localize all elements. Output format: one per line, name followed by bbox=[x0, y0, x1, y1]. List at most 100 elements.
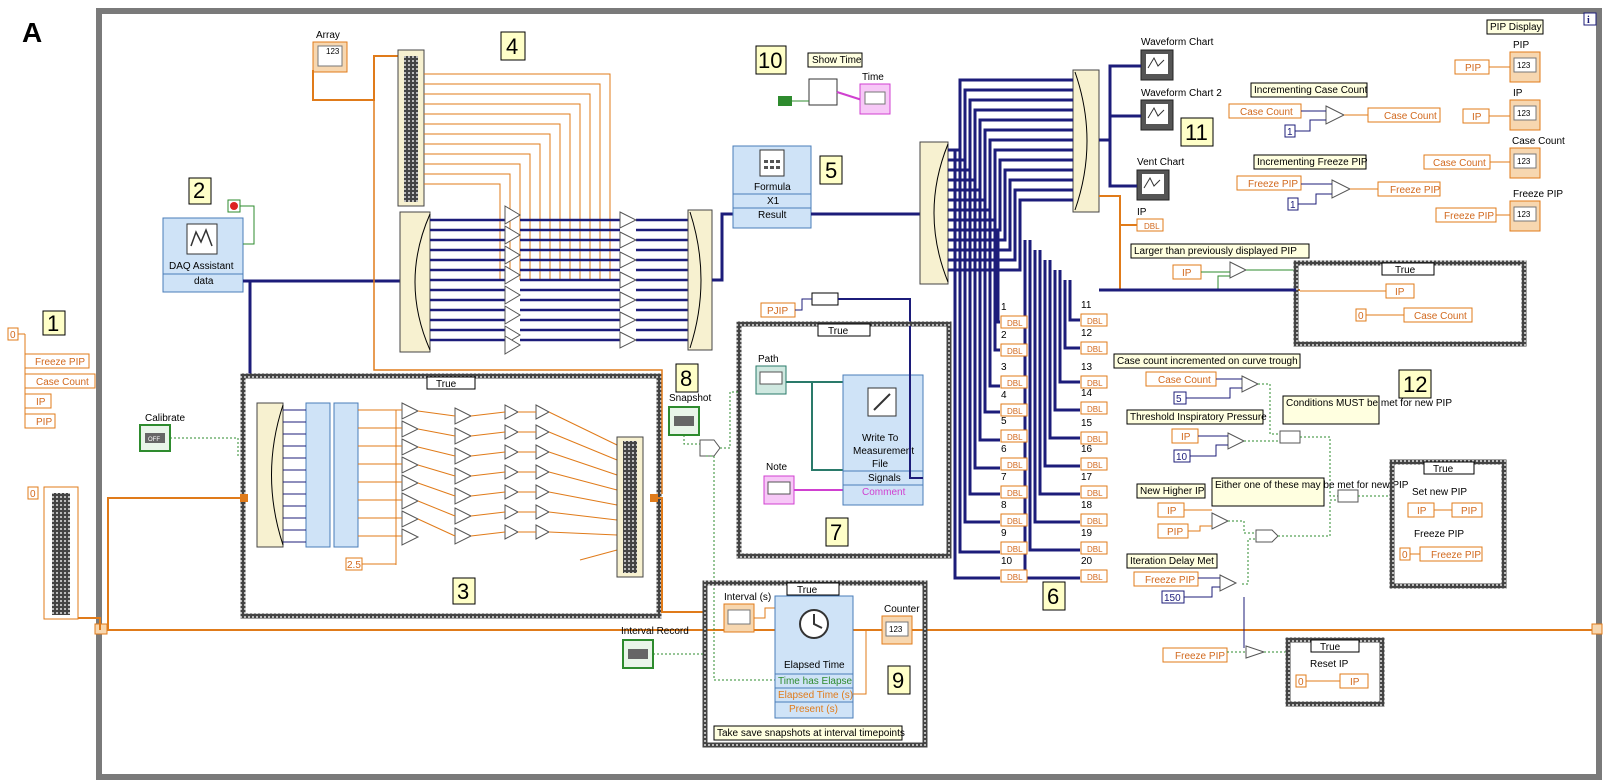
pip-local-var[interactable]: PIP bbox=[1455, 60, 1489, 74]
const-0-freeze[interactable]: 0 bbox=[1400, 548, 1410, 561]
interval-control[interactable] bbox=[724, 604, 754, 632]
case-count-local-var[interactable]: Case Count bbox=[1424, 155, 1490, 169]
init-case-count-local[interactable]: Case Count bbox=[25, 374, 95, 388]
svg-text:Either one of these may be met: Either one of these may be met for new P… bbox=[1215, 480, 1409, 491]
case-count-indicator[interactable]: 123 bbox=[1510, 148, 1540, 178]
channel-right-label-19: 19 bbox=[1081, 528, 1093, 539]
waveform-chart-2-indicator[interactable] bbox=[1141, 100, 1173, 130]
formula-node[interactable]: Formula X1 Result bbox=[733, 146, 811, 228]
svg-text:IP: IP bbox=[1182, 268, 1192, 279]
init-ip-local[interactable]: IP bbox=[25, 394, 51, 408]
ip-read-var-compare[interactable]: IP bbox=[1173, 265, 1201, 279]
interval-record-switch[interactable] bbox=[623, 640, 653, 668]
channel-left-dbl-4: DBL bbox=[1007, 407, 1023, 416]
case-count-read-trough[interactable]: Case Count bbox=[1146, 372, 1216, 386]
const-150[interactable]: 150 bbox=[1162, 591, 1184, 604]
freeze-pip-write-var[interactable]: Freeze PIP bbox=[1378, 182, 1440, 196]
svg-text:IP: IP bbox=[1395, 287, 1405, 298]
const-1-case[interactable]: 1 bbox=[1285, 125, 1295, 138]
calibrate-case-selector[interactable]: True bbox=[427, 377, 475, 390]
init-zero-text: 0 bbox=[10, 330, 16, 341]
counter-indicator[interactable]: 123 bbox=[882, 616, 912, 644]
ip-read-new[interactable]: IP bbox=[1158, 503, 1184, 517]
waveform-chart-indicator[interactable] bbox=[1141, 50, 1173, 80]
svg-text:True: True bbox=[1395, 265, 1416, 276]
shift-register-right[interactable] bbox=[1592, 624, 1602, 634]
case-count-write-var[interactable]: Case Count bbox=[1368, 108, 1440, 122]
svg-text:Freeze PIP: Freeze PIP bbox=[35, 357, 85, 368]
ip-read-set[interactable]: IP bbox=[1408, 503, 1434, 517]
const-0-reset[interactable]: 0 bbox=[1296, 675, 1306, 688]
time-format-node[interactable] bbox=[809, 79, 837, 105]
svg-text:Freeze PIP: Freeze PIP bbox=[1175, 651, 1225, 662]
path-control[interactable] bbox=[756, 366, 786, 394]
elapsed-case-selector[interactable]: True bbox=[787, 583, 839, 596]
svg-text:Measurement: Measurement bbox=[853, 446, 914, 457]
freeze-pip-read-delay[interactable]: Freeze PIP bbox=[1134, 572, 1198, 586]
pip-indicator[interactable]: 123 bbox=[1510, 52, 1540, 82]
svg-text:True: True bbox=[828, 326, 849, 337]
set-new-pip-case-selector[interactable]: True bbox=[1424, 462, 1474, 475]
channel-right-dbl-15: DBL bbox=[1087, 435, 1103, 444]
loop-iteration-icon[interactable] bbox=[1584, 13, 1596, 25]
freeze-pip-read-reset[interactable]: Freeze PIP bbox=[1163, 648, 1227, 662]
vent-chart-indicator[interactable] bbox=[1137, 170, 1169, 200]
array-label: Array bbox=[316, 30, 340, 41]
daq-assistant-node[interactable]: DAQ Assistant data bbox=[163, 218, 243, 292]
freeze-pip-read-var[interactable]: Freeze PIP bbox=[1237, 176, 1301, 190]
svg-text:Case Count: Case Count bbox=[1158, 375, 1211, 386]
panel-letter: A bbox=[22, 17, 42, 48]
elapsed-time-node[interactable]: Elapsed Time Time has Elapse Elapsed Tim… bbox=[775, 596, 853, 718]
ip-local-var[interactable]: IP bbox=[1463, 109, 1489, 123]
pip-write-set[interactable]: PIP bbox=[1452, 503, 1482, 517]
init-pip-local[interactable]: PIP bbox=[25, 414, 55, 428]
waveform-chart-label: Waveform Chart bbox=[1141, 37, 1214, 48]
svg-text:Case Count: Case Count bbox=[1433, 158, 1486, 169]
svg-text:DAQ Assistant: DAQ Assistant bbox=[169, 261, 234, 272]
reset-ip-case-selector[interactable]: True bbox=[1311, 640, 1359, 653]
channel-left-label-1: 1 bbox=[1001, 302, 1007, 313]
time-indicator[interactable] bbox=[860, 84, 890, 114]
svg-text:True: True bbox=[436, 379, 457, 390]
channel-right-dbl-14: DBL bbox=[1087, 405, 1103, 414]
write-case-selector[interactable]: True bbox=[818, 324, 870, 337]
freeze-pip-local-var[interactable]: Freeze PIP bbox=[1436, 208, 1496, 222]
set-ip-local-var[interactable]: IP bbox=[1386, 284, 1414, 298]
svg-text:Formula: Formula bbox=[754, 182, 791, 193]
larger-case-selector[interactable]: True bbox=[1382, 263, 1434, 276]
channel-right-dbl-17: DBL bbox=[1087, 489, 1103, 498]
svg-text:123: 123 bbox=[326, 47, 340, 56]
ip-display-indicator[interactable]: 123 bbox=[1510, 100, 1540, 130]
snapshot-or-gate bbox=[700, 440, 720, 456]
freeze-pip-reset-var[interactable]: Freeze PIP bbox=[1420, 547, 1482, 561]
ip-read-threshold[interactable]: IP bbox=[1172, 429, 1198, 443]
note-control[interactable] bbox=[764, 476, 794, 504]
snapshot-switch[interactable] bbox=[669, 407, 699, 435]
freeze-pip-indicator[interactable]: 123 bbox=[1510, 201, 1540, 231]
const-0-larger[interactable]: 0 bbox=[1356, 309, 1366, 322]
case-count-read-var[interactable]: Case Count bbox=[1229, 104, 1301, 118]
section-11-number: 11 bbox=[1185, 120, 1208, 145]
pip-read-new[interactable]: PIP bbox=[1158, 524, 1188, 538]
freeze-pip-display-label: Freeze PIP bbox=[1513, 189, 1563, 200]
show-time-bool[interactable] bbox=[778, 96, 792, 106]
const-10[interactable]: 10 bbox=[1174, 450, 1190, 463]
const-1-freeze[interactable]: 1 bbox=[1288, 198, 1298, 211]
greater-than-compare bbox=[1230, 262, 1246, 278]
channel-right-dbl-13: DBL bbox=[1087, 379, 1103, 388]
svg-text:Case Count: Case Count bbox=[1414, 311, 1467, 322]
pjip-read-var[interactable]: PJIP bbox=[761, 303, 795, 317]
array-indicator[interactable]: 123 bbox=[313, 42, 347, 72]
svg-text:IP: IP bbox=[1472, 112, 1482, 123]
section-6-bus bbox=[948, 80, 1080, 578]
section-7-number: 7 bbox=[830, 520, 842, 545]
waveform-chart-2-label: Waveform Chart 2 bbox=[1141, 88, 1222, 99]
const-5[interactable]: 5 bbox=[1174, 392, 1186, 405]
ip-reset-var[interactable]: IP bbox=[1340, 674, 1368, 688]
reset-case-count-var[interactable]: Case Count bbox=[1404, 308, 1472, 322]
channel-right-label-17: 17 bbox=[1081, 472, 1093, 483]
svg-text:123: 123 bbox=[1517, 157, 1531, 166]
init-freeze-pip-local[interactable]: Freeze PIP bbox=[25, 354, 89, 368]
calibrate-switch[interactable]: OFF bbox=[140, 425, 170, 451]
ip-indicator[interactable]: DBL bbox=[1137, 219, 1163, 231]
